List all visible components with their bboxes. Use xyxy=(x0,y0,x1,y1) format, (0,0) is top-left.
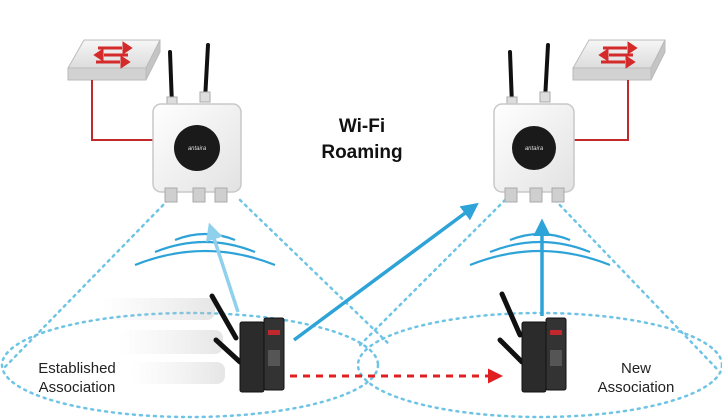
left-network-switch xyxy=(67,39,161,81)
title-line-1: Wi-Fi xyxy=(339,116,385,137)
right-coverage-cone xyxy=(356,198,722,419)
left-signal-waves xyxy=(134,232,276,267)
established-association-caption: Established Association xyxy=(38,360,116,396)
left-ethernet-cable xyxy=(91,80,153,141)
caption-line-2: Association xyxy=(598,379,675,396)
right-ethernet-cable xyxy=(570,80,629,141)
caption-line-2: Association xyxy=(39,379,116,396)
brand-label: antaira xyxy=(188,146,207,152)
caption-line-1: Established xyxy=(38,360,116,377)
client-device-new-position xyxy=(497,291,567,393)
client-motion-blur xyxy=(100,298,225,384)
right-network-switch xyxy=(572,39,666,81)
diagram-title: Wi-Fi Roaming xyxy=(321,116,402,163)
switch-arrows-icon xyxy=(598,41,638,69)
left-access-point: antaira xyxy=(152,43,242,203)
caption-line-1: New xyxy=(621,360,651,377)
title-line-2: Roaming xyxy=(321,142,402,163)
switch-arrows-icon xyxy=(93,41,133,69)
established-link-arrow xyxy=(206,222,240,313)
roaming-link-arrow xyxy=(292,202,479,342)
antaira-logo-badge xyxy=(174,125,220,171)
right-signal-waves xyxy=(469,232,611,267)
antaira-logo-badge xyxy=(512,126,556,170)
client-device-old-position xyxy=(209,293,285,393)
brand-label: antaira xyxy=(525,146,544,152)
right-access-point: antaira xyxy=(493,43,575,203)
new-association-caption: New Association xyxy=(598,360,675,396)
